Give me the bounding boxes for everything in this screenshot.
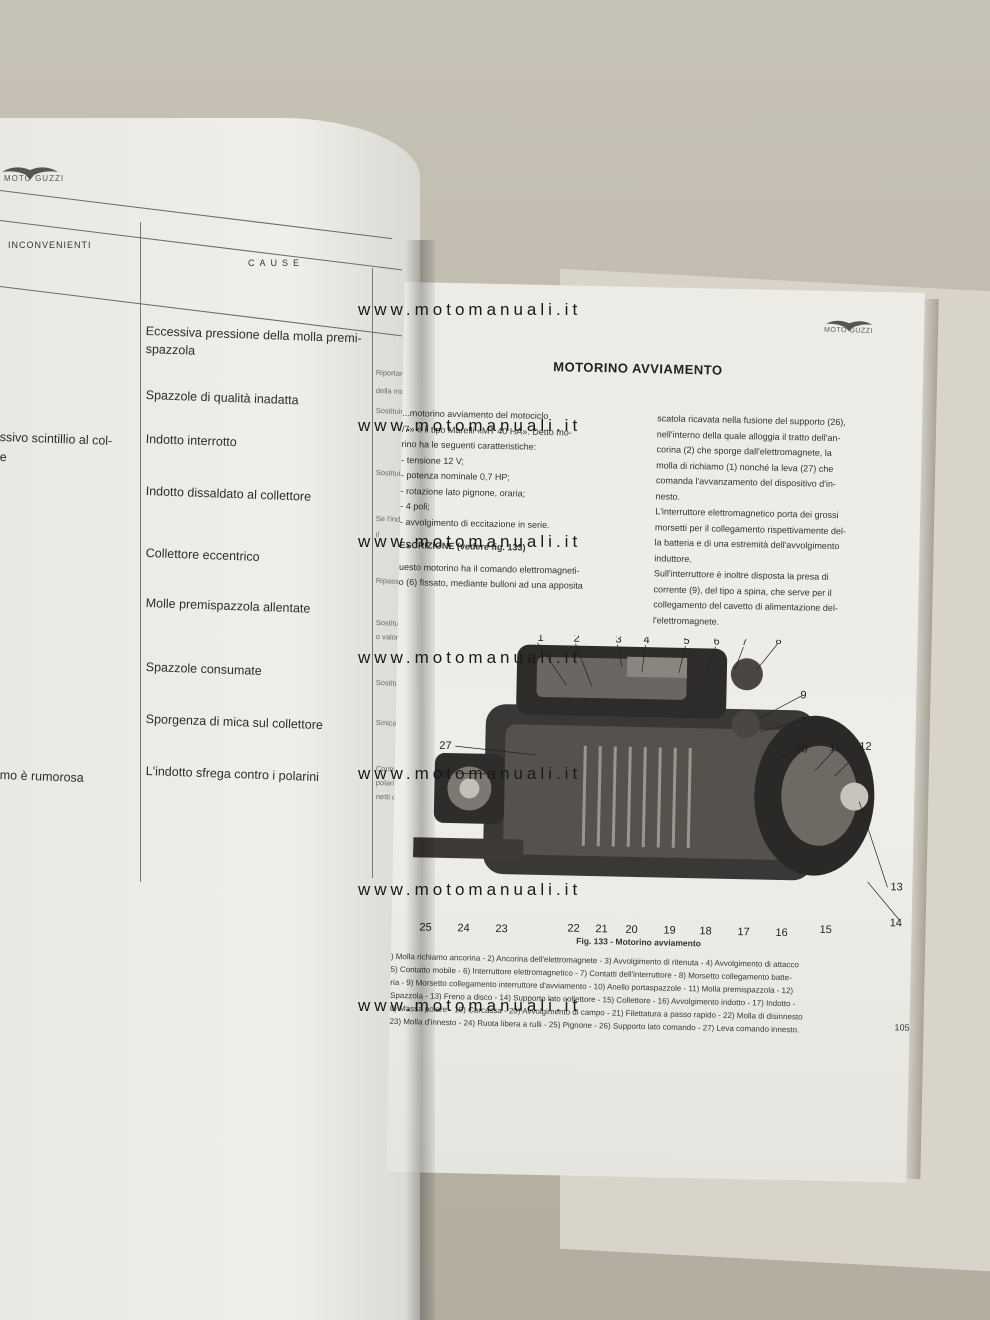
callout-9: 9 — [800, 689, 806, 701]
callout-27: 27 — [439, 740, 451, 752]
book-gutter-shadow — [405, 240, 435, 1320]
column-divider-2 — [372, 268, 373, 878]
callout-3: 3 — [615, 633, 621, 645]
callout-6: 6 — [713, 636, 719, 648]
callout-2: 2 — [573, 633, 579, 645]
header-cause: CAUSE — [248, 258, 305, 268]
callout-14: 14 — [890, 917, 902, 929]
callout-21: 21 — [595, 923, 607, 935]
callout-7: 7 — [741, 636, 747, 648]
callout-25: 25 — [419, 921, 431, 933]
page-number: 105 — [894, 1022, 910, 1033]
starter-motor-cutaway-figure: 1 2 3 4 5 6 7 8 9 7 10 11 12 27 26 13 14… — [412, 632, 903, 939]
cause-1b: spazzola — [145, 342, 196, 358]
right-logo-text: MOTO GUZZI — [824, 326, 873, 335]
callout-18: 18 — [699, 925, 711, 937]
watermark-1: www.motomanuali.it — [358, 300, 582, 319]
callout-17: 17 — [737, 926, 749, 938]
inconveniente-2: mo è rumorosa — [0, 768, 85, 785]
section-title: MOTORINO AVVIAMENTO — [553, 359, 723, 378]
watermark-6: www.motomanuali.it — [358, 880, 582, 899]
column-divider-1 — [140, 222, 141, 882]
callout-19: 19 — [663, 925, 675, 937]
left-logo-text: MOTO GUZZI — [4, 174, 65, 183]
callout-16: 16 — [775, 927, 787, 939]
left-page — [0, 118, 420, 1320]
callout-23: 23 — [495, 923, 507, 935]
moto-guzzi-eagle-logo-right — [826, 320, 873, 332]
right-page: MOTO GUZZI MOTORINO AVVIAMENTO ...motori… — [386, 282, 939, 1183]
callout-4: 4 — [643, 634, 649, 646]
callout-10: 10 — [795, 743, 807, 755]
callout-15: 15 — [819, 924, 831, 936]
callout-13: 13 — [890, 881, 902, 893]
watermark-5: www.motomanuali.it — [358, 764, 582, 783]
callout-5: 5 — [683, 635, 689, 647]
header-inconvenienti: INCONVENIENTI — [8, 240, 92, 250]
callout-22: 22 — [567, 923, 579, 935]
inconveniente-1b: e — [0, 450, 7, 465]
moto-guzzi-eagle-logo — [2, 167, 58, 180]
callout-20: 20 — [625, 924, 637, 936]
callout-12: 12 — [859, 741, 871, 753]
callout-24: 24 — [457, 922, 469, 934]
callout-7b: 7 — [800, 715, 806, 727]
callout-1: 1 — [537, 632, 543, 644]
watermark-2: www.motomanuali.it — [358, 416, 582, 435]
figure-legend: ) Molla richiamo ancorina - 2) Ancorina … — [389, 950, 911, 1039]
watermark-7: www.motomanuali.it — [358, 996, 582, 1015]
callout-11: 11 — [829, 742, 841, 754]
text-column-2: scatola ricavata nella fusione del suppo… — [653, 411, 907, 633]
callout-8: 8 — [775, 635, 781, 647]
watermark-3: www.motomanuali.it — [358, 532, 582, 551]
figure-caption: Fig. 133 - Motorino avviamento — [576, 935, 702, 949]
watermark-4: www.motomanuali.it — [358, 648, 582, 667]
callout-26: 26 — [435, 768, 447, 780]
